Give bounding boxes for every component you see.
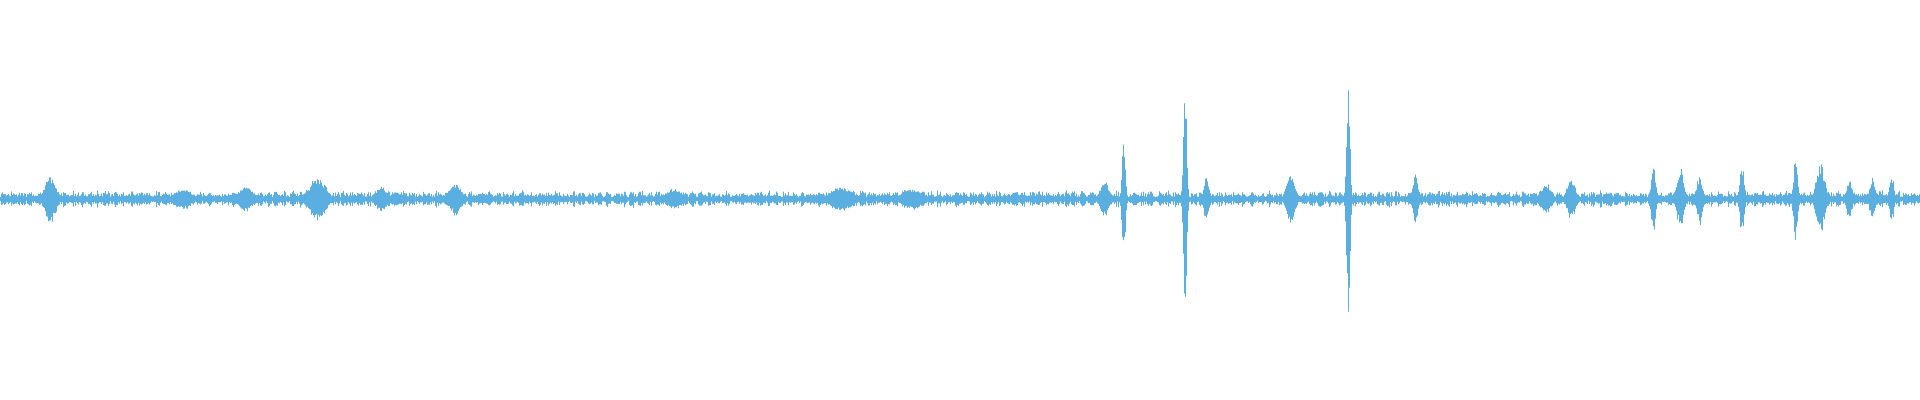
waveform-samples bbox=[0, 90, 1920, 312]
waveform-path bbox=[0, 90, 1920, 312]
